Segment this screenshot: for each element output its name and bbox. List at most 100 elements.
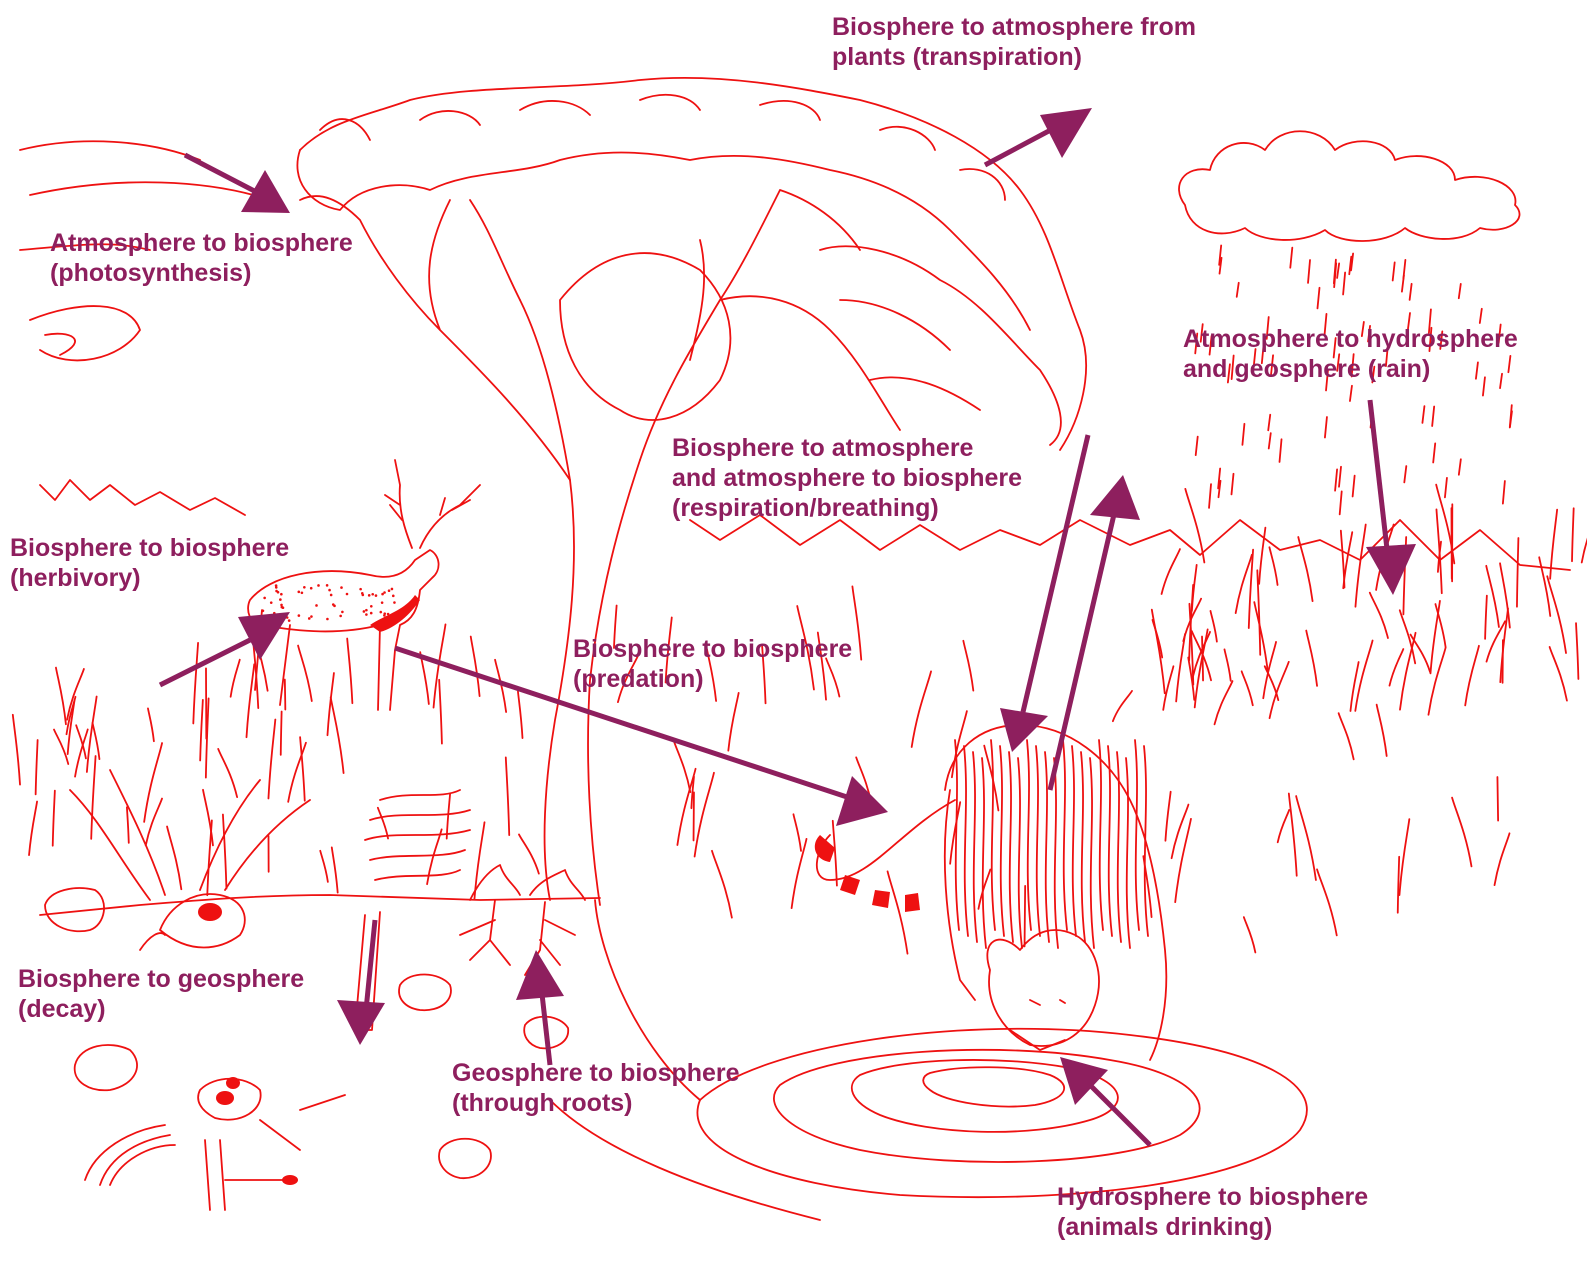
raindrop	[1237, 283, 1239, 297]
plant-roots-icon	[460, 865, 585, 975]
raindrop	[1404, 466, 1406, 482]
deer-spot	[346, 593, 349, 596]
deer-spot	[263, 597, 266, 600]
grass-blade	[1355, 524, 1365, 606]
grass-blade	[223, 815, 227, 889]
grass-blade	[506, 757, 509, 835]
grass-blade	[1500, 608, 1508, 682]
raindrop	[1308, 260, 1310, 283]
tiger-stripe	[1108, 746, 1112, 936]
deer-spot	[288, 619, 291, 622]
tiger-stripe	[1009, 752, 1013, 942]
raindrop	[1269, 433, 1271, 448]
deer-spot	[365, 613, 368, 616]
deer-spot	[370, 612, 373, 615]
grass-blade	[474, 822, 484, 899]
arrow-drinking	[1060, 1057, 1150, 1145]
grass-blade	[1370, 593, 1388, 638]
grass-blade	[246, 664, 254, 737]
grass-blade	[1298, 537, 1312, 601]
deer-spot	[326, 584, 329, 587]
grass-blade	[218, 749, 237, 797]
grass-blade	[793, 814, 801, 851]
grass-blade	[1390, 649, 1404, 686]
grass-blade	[1572, 508, 1574, 561]
deer-spot	[279, 598, 282, 601]
deer-spot	[393, 601, 396, 604]
grass-blade	[1215, 681, 1233, 724]
grass-blade	[53, 791, 55, 846]
deer-spot	[301, 592, 304, 595]
raindrop	[1290, 248, 1292, 268]
raindrop	[1196, 437, 1198, 456]
deer-spot	[392, 595, 395, 598]
label-photosynthesis: Atmosphere to biosphere (photosynthesis)	[50, 228, 353, 288]
raindrop	[1343, 273, 1345, 295]
grass-blade	[1176, 634, 1185, 701]
grass-blade	[1242, 671, 1253, 705]
grass-blade	[1296, 796, 1316, 880]
grass-blade	[1306, 631, 1317, 686]
grass-blade	[68, 700, 75, 754]
grass-blade	[1270, 662, 1289, 718]
grass-blade	[695, 773, 714, 857]
grass-blade	[347, 639, 352, 704]
grass-blade	[978, 870, 990, 909]
grass-blade	[148, 708, 154, 741]
deer-spot	[380, 611, 383, 614]
deer-spot	[317, 584, 320, 587]
raindrop	[1339, 467, 1341, 487]
raindrop	[1231, 474, 1233, 495]
deer-spot	[328, 589, 331, 592]
grass-blade	[200, 700, 203, 761]
raindrop	[1340, 491, 1342, 514]
raindrop	[1393, 262, 1395, 280]
grass-blade	[674, 741, 690, 792]
raindrop	[1445, 478, 1447, 497]
tiger-stripe	[982, 758, 986, 948]
grass-blade	[268, 719, 275, 798]
deer-spot	[262, 609, 265, 612]
grass-blade	[1153, 620, 1163, 658]
grass-blade	[1025, 886, 1026, 946]
cloud-icon	[1179, 131, 1520, 241]
grass-blade	[1582, 507, 1587, 562]
grass-blade	[332, 847, 338, 892]
deer-spot	[332, 603, 335, 606]
raindrop	[1353, 476, 1355, 497]
grass-blade	[1162, 549, 1180, 594]
tiger-stripe	[991, 740, 995, 930]
grass-blade	[1539, 557, 1550, 616]
deer-spot	[375, 594, 378, 597]
grass-blade	[56, 668, 66, 725]
raindrop	[1335, 469, 1337, 490]
grass-blade	[203, 790, 213, 846]
deer-spot	[368, 594, 371, 597]
deer-spot	[326, 618, 329, 621]
deer-spot	[280, 604, 283, 607]
grass-blade	[852, 586, 861, 659]
grass-blade	[320, 851, 328, 882]
grass-blade	[1517, 538, 1518, 607]
grass-blade	[144, 743, 162, 822]
label-transpiration: Biosphere to atmosphere from plants (tra…	[832, 12, 1196, 72]
deer-spot	[339, 615, 342, 618]
raindrop	[1480, 309, 1482, 323]
deer-spot	[381, 601, 384, 604]
deer-spot	[310, 615, 313, 618]
tiger-stripe	[1036, 746, 1040, 936]
raindrop	[1209, 484, 1211, 508]
grass-blade	[281, 712, 282, 755]
grass-blade	[1398, 857, 1399, 913]
deer-spot	[365, 609, 368, 612]
grass-blade	[1486, 566, 1499, 627]
arrow-herbivory	[160, 612, 290, 685]
tiger-stripe	[1045, 752, 1049, 942]
tiger-stripe	[1018, 758, 1022, 948]
raindrop	[1317, 288, 1319, 309]
rocks-icon	[45, 888, 568, 1178]
label-herbivory: Biosphere to biosphere (herbivory)	[10, 533, 289, 593]
grass-blade	[91, 756, 95, 839]
tiger-stripe	[1063, 740, 1067, 930]
raindrop	[1432, 406, 1434, 426]
